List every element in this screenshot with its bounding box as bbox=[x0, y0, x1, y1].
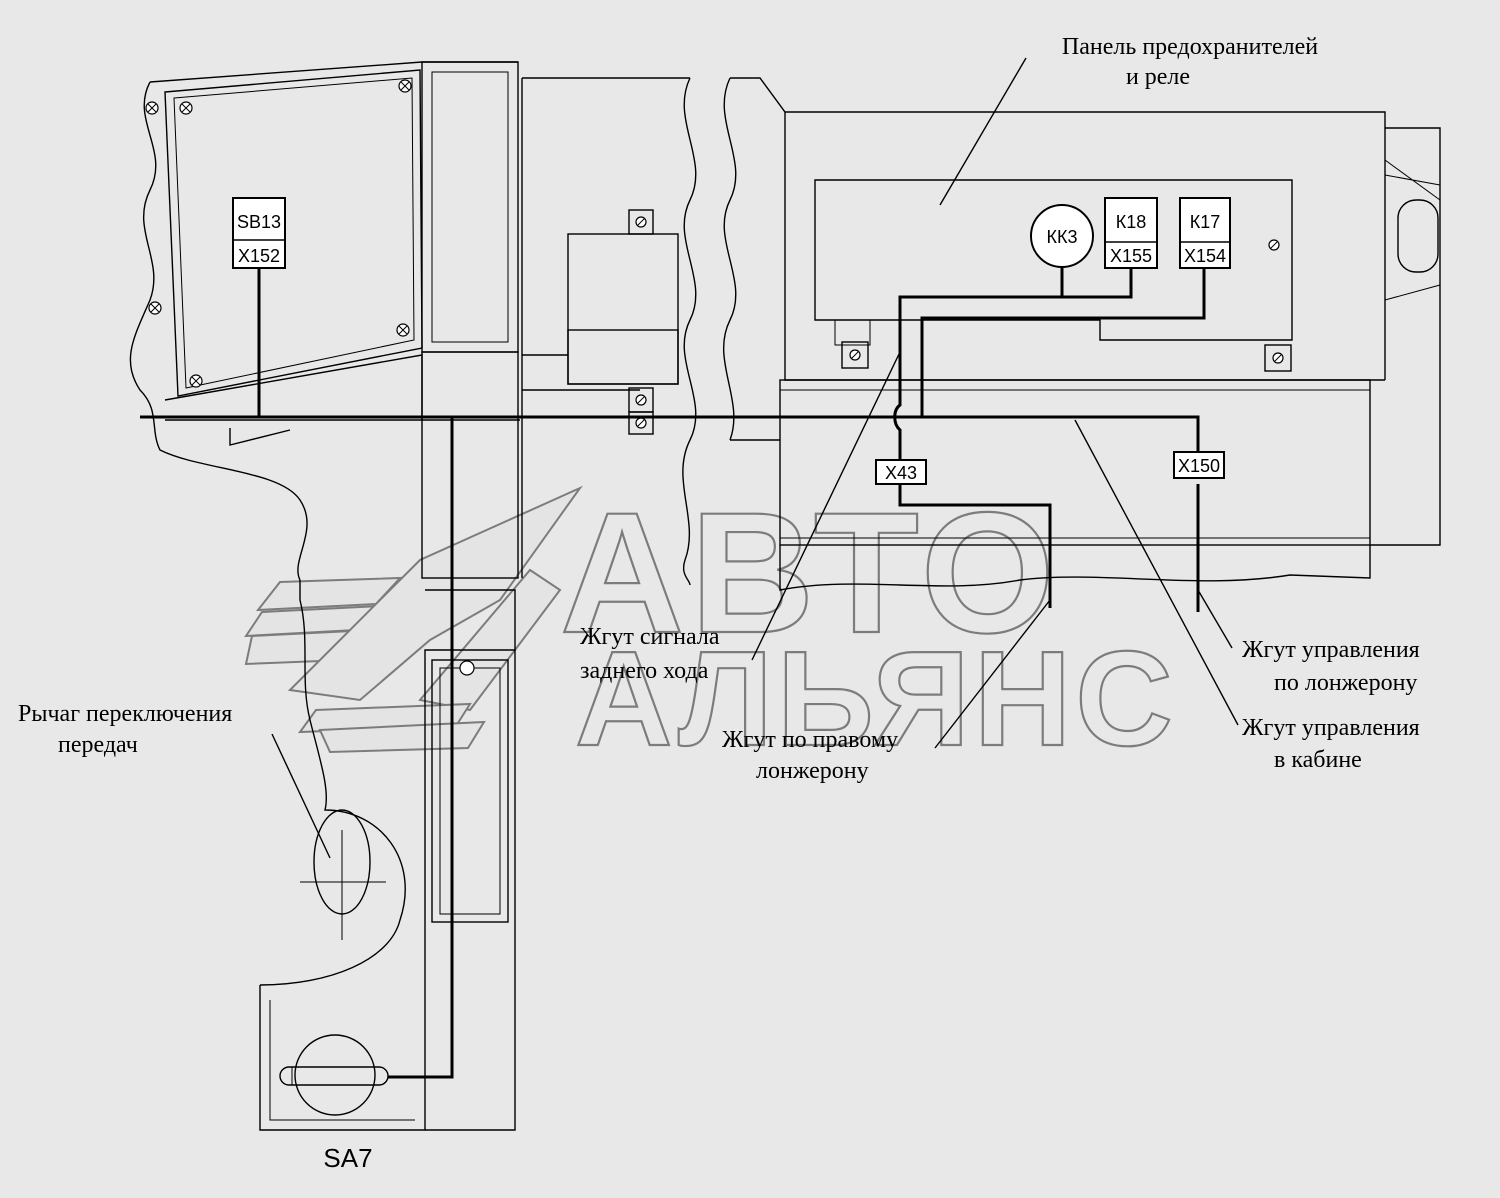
gear-lever-knob bbox=[300, 809, 386, 940]
callout-cabin-control-harness: Жгут управления в кабине bbox=[1242, 715, 1420, 773]
screw-icon bbox=[841, 341, 869, 369]
screws bbox=[145, 79, 1292, 676]
screw-icon bbox=[145, 101, 159, 115]
screw-icon bbox=[459, 660, 475, 676]
screw-icon bbox=[1268, 239, 1280, 251]
kk3-relay: КК3 bbox=[1030, 204, 1094, 268]
x150-label: X150 bbox=[1178, 456, 1220, 476]
sa7-switch-symbol bbox=[279, 1034, 389, 1116]
callout-cabin-control-harness-line1: Жгут управления bbox=[1242, 715, 1420, 741]
watermark-logo-stripes bbox=[244, 485, 583, 754]
screw-icon bbox=[189, 374, 203, 388]
callout-reverse-harness-line1: Жгут сигнала bbox=[580, 624, 720, 650]
sa7-label: SA7 bbox=[323, 1143, 372, 1173]
callout-gear-lever-line1: Рычаг переключения bbox=[18, 701, 232, 727]
x152-label: X152 bbox=[238, 246, 280, 266]
cabin-outline bbox=[129, 61, 1441, 1131]
callout-right-rail-harness: Жгут по правому лонжерону bbox=[722, 727, 898, 784]
screw-icon bbox=[628, 411, 654, 435]
callout-rail-control-harness: Жгут управления по лонжерону bbox=[1242, 637, 1420, 696]
x155-label: X155 bbox=[1110, 246, 1152, 266]
k17-label: К17 bbox=[1190, 212, 1221, 232]
sb13-label: SB13 bbox=[237, 212, 281, 232]
main-harness-wire bbox=[140, 415, 1200, 476]
kk3-k18-wire bbox=[1060, 268, 1133, 299]
screw-icon bbox=[148, 301, 162, 315]
callout-fuse-panel: Панель предохранителей и реле bbox=[1062, 34, 1318, 90]
x150-connector: X150 bbox=[1173, 451, 1225, 479]
kk3-label: КК3 bbox=[1047, 227, 1078, 247]
x43-label: X43 bbox=[885, 463, 917, 483]
x154-label: X154 bbox=[1184, 246, 1226, 266]
callout-rail-control-harness-line2: по лонжерону bbox=[1274, 670, 1417, 696]
screw-icon bbox=[628, 209, 654, 235]
callout-rail-control-harness-line1: Жгут управления bbox=[1242, 637, 1420, 663]
screw-icon bbox=[628, 387, 654, 413]
callout-cabin-control-harness-line2: в кабине bbox=[1274, 747, 1362, 773]
k18-label: К18 bbox=[1116, 212, 1147, 232]
k18-relay: К18 X155 bbox=[1104, 197, 1158, 269]
k17-relay: К17 X154 bbox=[1179, 197, 1231, 269]
callout-right-rail-harness-line1: Жгут по правому bbox=[722, 727, 898, 753]
right-rail-wire bbox=[898, 484, 1052, 608]
screw-icon bbox=[1264, 344, 1292, 372]
callout-gear-lever: Рычаг переключения передач bbox=[18, 701, 232, 758]
watermark-line2: АЛЬЯНС bbox=[575, 623, 1177, 774]
k17-wire bbox=[920, 268, 1206, 417]
callout-fuse-panel-line1: Панель предохранителей bbox=[1062, 34, 1318, 60]
callout-gear-lever-line2: передач bbox=[58, 732, 138, 758]
watermark: АВТО АЛЬЯНС bbox=[244, 476, 1177, 775]
callout-reverse-harness-line2: заднего хода bbox=[580, 658, 709, 684]
callout-reverse-harness: Жгут сигнала заднего хода bbox=[580, 624, 720, 684]
watermark-line1: АВТО bbox=[560, 477, 1060, 669]
leader-lines bbox=[271, 57, 1239, 859]
screw-icon bbox=[179, 101, 193, 115]
sb13-switch: SB13 X152 bbox=[232, 197, 286, 269]
screw-icon bbox=[398, 79, 412, 93]
screw-icon bbox=[396, 323, 410, 337]
sa7-wire bbox=[388, 417, 454, 1079]
reverse-signal-wire bbox=[893, 295, 1062, 460]
callout-fuse-panel-line2: и реле bbox=[1126, 64, 1190, 90]
callout-right-rail-harness-line2: лонжерону bbox=[756, 758, 869, 784]
x43-connector: X43 bbox=[875, 459, 927, 485]
